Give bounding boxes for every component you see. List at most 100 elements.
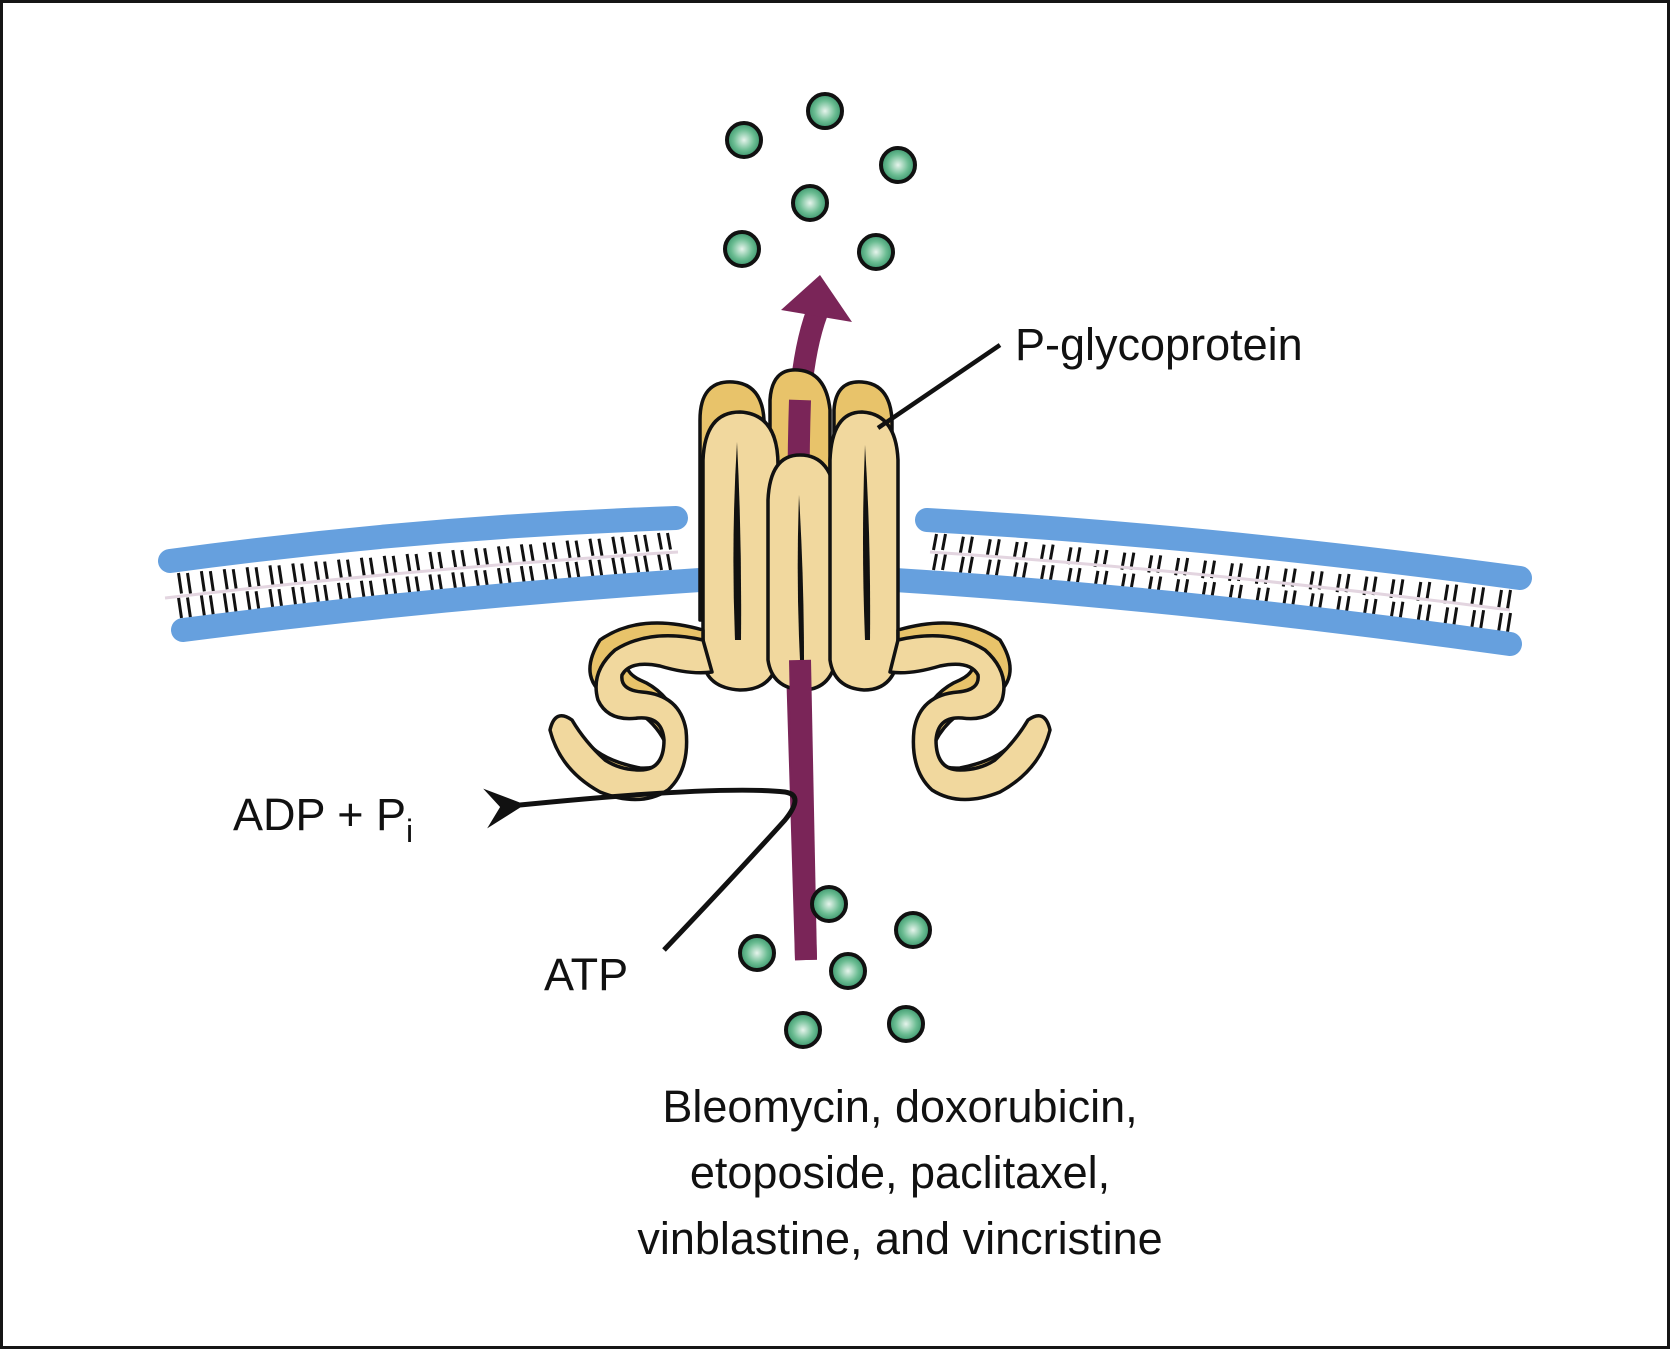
lipid-tail: [666, 553, 672, 571]
lipid-tail: [497, 567, 503, 587]
lipid-tail: [186, 597, 192, 619]
lipid-tail: [497, 546, 503, 565]
lipid-tail: [551, 542, 558, 561]
lipid-tail: [1012, 541, 1019, 559]
drug-molecule: [857, 233, 895, 271]
membrane-outer-leaflet-left: [158, 506, 688, 573]
lipid-tail: [958, 556, 965, 574]
lipid-tail: [231, 593, 238, 614]
lipid-tail: [551, 563, 558, 582]
lipid-tail: [268, 588, 275, 610]
lipid-tail: [268, 565, 275, 586]
lipid-tail: [597, 559, 604, 578]
lipid-tail: [451, 549, 458, 569]
lipid-tail: [460, 549, 467, 569]
lipid-tail: [1452, 584, 1459, 604]
lipid-tail: [620, 557, 627, 575]
membrane-midline-left: [164, 550, 679, 600]
lipid-tail: [405, 553, 412, 573]
lipid-tail: [634, 534, 641, 552]
drug-list-line-2: etoposide, paclitaxel,: [690, 1147, 1110, 1198]
protein-coil-left: [548, 634, 714, 802]
lipid-tail: [428, 551, 435, 571]
lipid-tail: [994, 559, 1001, 577]
drug-molecules-extracellular: [723, 92, 917, 271]
drug-molecule: [723, 230, 761, 268]
lipid-tail: [254, 590, 261, 612]
drug-molecule: [791, 184, 829, 222]
lipid-tail: [634, 555, 641, 573]
lipid-tail: [528, 544, 535, 563]
lipid-tail: [574, 561, 581, 580]
lipid-tail: [1452, 607, 1459, 627]
drug-molecule: [738, 934, 776, 972]
drug-molecule: [887, 1005, 925, 1043]
lipid-tail: [1506, 589, 1512, 610]
lipid-tail: [1048, 544, 1055, 562]
lipid-tail: [1470, 609, 1477, 630]
lipid-tail: [643, 534, 650, 552]
membrane-midline-right: [929, 550, 1511, 612]
lipid-tail: [391, 555, 398, 575]
lipid-tail: [542, 563, 549, 582]
lipid-tail: [597, 538, 604, 557]
protein-fold-line-2: [797, 495, 804, 660]
drug-molecules-intracellular: [738, 885, 932, 1049]
lipid-tail: [245, 567, 252, 588]
lipid-tail: [941, 553, 947, 571]
lipid-tail: [666, 532, 672, 550]
p-glycoprotein-leader-line: [876, 343, 1002, 430]
drug-molecule: [810, 885, 848, 923]
membrane-inner-leaflet-left: [171, 568, 712, 642]
lipid-tail: [932, 553, 938, 571]
lipid-tail: [337, 582, 343, 603]
lipid-tail: [588, 538, 595, 557]
lipid-tail: [474, 547, 481, 567]
lipid-tail: [474, 570, 481, 589]
p-glycoprotein-label: P-glycoprotein: [1015, 319, 1303, 370]
drug-list-line-3: vinblastine, and vincristine: [637, 1213, 1162, 1264]
lipid-tail: [1479, 609, 1486, 630]
adp-pi-subscript: i: [406, 813, 413, 849]
atp-label: ATP: [544, 949, 628, 1000]
lipid-tail: [967, 536, 974, 554]
efflux-arrow-head: [781, 275, 852, 322]
lipid-tail: [1470, 587, 1477, 607]
efflux-arrow-shaft-lower: [789, 659, 817, 961]
lipid-tail: [1048, 564, 1055, 583]
lipid-tail: [1075, 547, 1082, 565]
drug-molecule: [879, 146, 917, 184]
lipid-tail: [542, 542, 549, 561]
lipid-tail: [291, 563, 298, 584]
lipid-tail: [177, 572, 183, 594]
lipid-tail: [291, 586, 298, 607]
lipid-tail: [1425, 604, 1432, 624]
lipid-tail: [985, 559, 992, 577]
lipid-tail: [1443, 584, 1450, 604]
membrane-left: [158, 506, 712, 642]
lipid-tail: [382, 555, 389, 575]
protein-fold-line-3: [863, 445, 871, 640]
lipid-tail: [588, 559, 595, 578]
lipid-tail: [177, 597, 183, 619]
lipid-tail: [657, 532, 663, 550]
lipid-tail: [994, 539, 1001, 556]
drug-molecule: [829, 952, 867, 990]
lipid-tail: [519, 544, 526, 563]
lipid-tail: [611, 557, 618, 575]
atp-hydrolysis-arrow: [483, 787, 798, 952]
lipid-tail: [222, 568, 229, 590]
lipid-tail: [199, 595, 206, 616]
p-glycoprotein: [548, 368, 1052, 802]
lipid-tail: [1021, 562, 1028, 580]
membrane-inner-leaflet-right: [883, 568, 1522, 656]
lipid-tail: [254, 567, 261, 588]
lipid-tail: [1012, 562, 1019, 580]
lipid-tail: [657, 553, 663, 571]
lipid-tail: [506, 546, 512, 565]
membrane-outer-leaflet-right: [915, 508, 1532, 590]
atp-to-adp-curve: [483, 787, 798, 952]
lipid-tail: [277, 588, 284, 610]
lipid-tail: [231, 568, 238, 590]
